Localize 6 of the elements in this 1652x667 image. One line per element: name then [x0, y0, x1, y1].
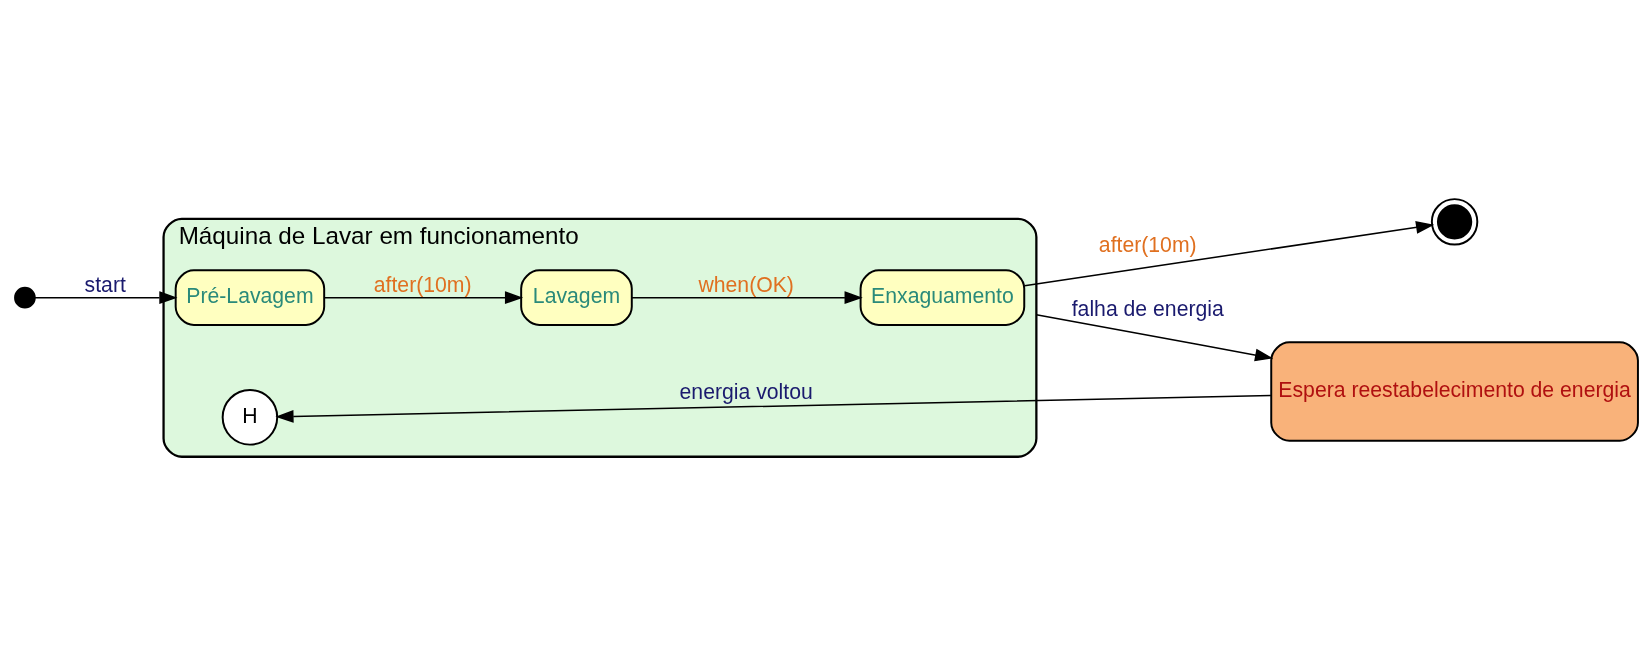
edge-label: when(OK)	[697, 272, 794, 296]
edge-label: after(10m)	[1098, 232, 1197, 256]
edge-label: energia voltou	[679, 379, 813, 403]
edge-label: start	[84, 272, 126, 296]
edge-label: after(10m)	[373, 272, 472, 296]
edge-label: falha de energia	[1071, 296, 1224, 320]
